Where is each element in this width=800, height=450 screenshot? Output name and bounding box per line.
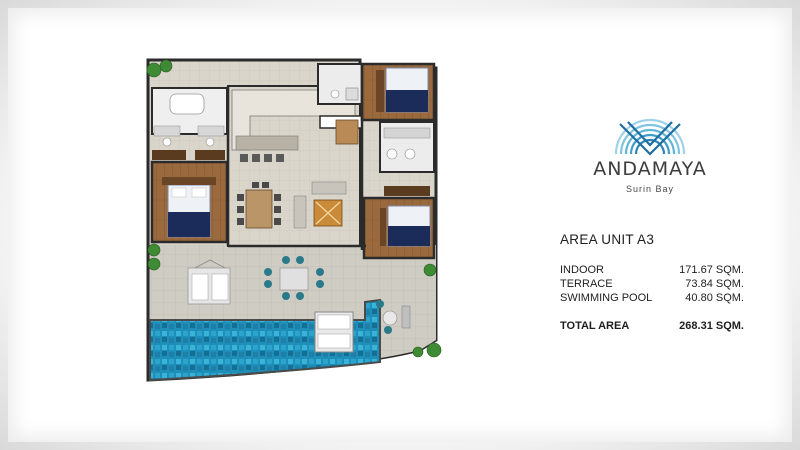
total-label: TOTAL AREA <box>560 320 630 332</box>
area-table: INDOOR 171.67 SQM. TERRACE 73.84 SQM. SW… <box>560 263 744 333</box>
area-row-total: TOTAL AREA 268.31 SQM. <box>560 319 744 333</box>
area-row-terrace: TERRACE 73.84 SQM. <box>560 277 744 291</box>
brand-logo: ANDAMAYA Surin Bay <box>580 112 720 212</box>
unit-title: AREA UNIT A3 <box>560 232 655 247</box>
bedroom-lower-right <box>362 196 436 260</box>
logo-mark-icon <box>614 118 686 156</box>
area-row-pool: SWIMMING POOL 40.80 SQM. <box>560 291 744 305</box>
bedroom-left <box>150 160 229 244</box>
area-row-indoor: INDOOR 171.67 SQM. <box>560 263 744 277</box>
terrace-furniture <box>187 256 411 334</box>
bathroom-right <box>379 121 435 196</box>
interior-walls <box>226 64 366 250</box>
bathroom-center <box>317 63 363 145</box>
total-value: 268.31 SQM. <box>679 320 744 332</box>
area-label: SWIMMING POOL <box>560 292 653 304</box>
bedroom-top-right <box>360 62 436 122</box>
floor-plan <box>146 58 442 382</box>
area-value: 171.67 SQM. <box>679 264 744 276</box>
brand-tagline: Surin Bay <box>625 184 675 194</box>
plants <box>146 59 442 358</box>
bathroom-top-left <box>151 87 228 160</box>
area-label: TERRACE <box>560 278 613 290</box>
area-label: INDOOR <box>560 264 604 276</box>
swimming-pool <box>149 298 381 382</box>
area-value: 73.84 SQM. <box>685 278 744 290</box>
area-value: 40.80 SQM. <box>685 292 744 304</box>
brand-name: ANDAMAYA <box>593 158 707 180</box>
kitchen-dining <box>227 85 361 247</box>
